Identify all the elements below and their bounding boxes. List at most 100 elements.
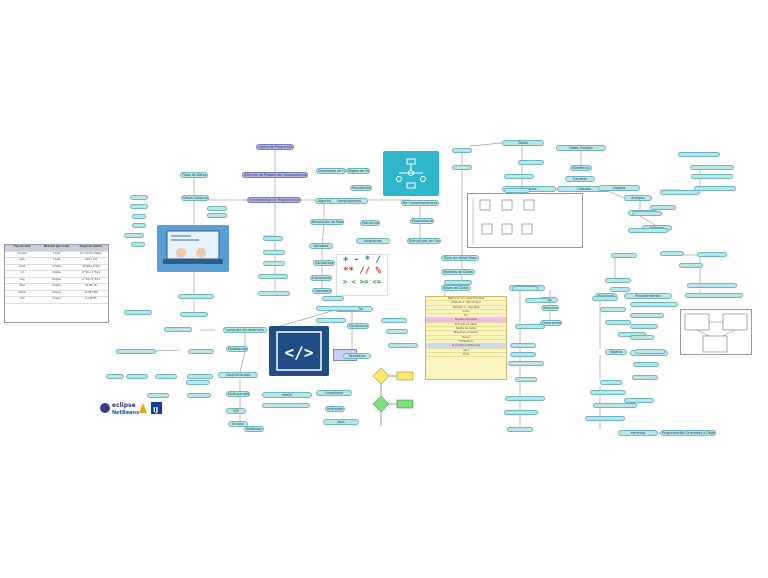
map-node — [132, 223, 146, 228]
map-node — [632, 375, 658, 380]
table-cell: int — [20, 271, 24, 274]
map-node — [178, 294, 214, 299]
connector-line — [239, 351, 246, 373]
table-cell: -2^63 a 2^63-1 — [81, 277, 101, 281]
map-node — [132, 214, 146, 219]
operator-line-3: > < >= <= — [343, 278, 381, 286]
table-cell: long — [19, 277, 25, 281]
node-numericos: Numéricos — [570, 165, 592, 171]
table-header-cell: Rango de valores — [79, 245, 103, 248]
map-node — [258, 274, 288, 279]
connector-line — [321, 224, 325, 244]
map-node — [660, 190, 700, 195]
map-node — [263, 236, 283, 241]
map-node — [678, 152, 720, 157]
table-cell: 0 a 65535 — [85, 297, 97, 300]
map-node — [605, 320, 631, 325]
node-herencia: Herencia — [618, 430, 658, 436]
node-bases-datos: Bases de Datos — [441, 285, 471, 291]
operator-line-1: + - * / — [343, 255, 381, 265]
node-ide: IDE — [226, 408, 246, 414]
table-cell: 1 byte — [52, 251, 61, 255]
table-cell: float — [19, 284, 25, 287]
node-procedimientos: Procedimientos — [624, 293, 672, 299]
table-cell: 8 bytes — [52, 277, 61, 281]
node-lenguajes: Lógica de Programación — [256, 144, 294, 150]
map-node — [697, 252, 727, 257]
node-compilador: Compilador — [316, 390, 352, 396]
map-node — [585, 416, 625, 421]
map-node — [316, 306, 360, 311]
map-node — [592, 296, 618, 301]
array-diagram — [467, 193, 583, 248]
map-node — [590, 390, 626, 395]
table-cell: 2 bytes — [52, 297, 61, 300]
map-node — [600, 307, 626, 312]
map-node — [679, 263, 703, 268]
map-node — [124, 233, 144, 238]
table-cell: -32768 a 32767 — [81, 264, 100, 268]
node-clave-primaria: Clave primaria — [540, 320, 562, 326]
node-datos-comp: Datos Compuestos — [181, 195, 209, 201]
code-line: Definición de clase Principal — [426, 297, 506, 302]
code-line: Si condición Entonces — [426, 344, 506, 349]
node-eclipse: Eclipse — [228, 421, 248, 427]
map-node — [593, 403, 637, 408]
node-datos-simples: Datos Simples — [556, 145, 606, 151]
map-node — [630, 324, 658, 329]
map-node — [155, 374, 177, 379]
code-line: Sino — [426, 349, 506, 353]
node-modelos: Modelos de Datos — [441, 269, 475, 275]
node-operadores: Operadores — [312, 288, 332, 294]
table-cell: boolean — [17, 251, 27, 255]
table-cell: ±3.4E+38 — [84, 284, 97, 287]
node-reglas: Reglas de Flujo — [346, 168, 370, 174]
map-node — [131, 242, 145, 247]
code-line: FinSi — [426, 353, 506, 358]
map-node — [106, 374, 124, 379]
map-node — [600, 380, 622, 385]
node-multi-paradigma: Multi-paradigma — [226, 391, 250, 397]
map-node — [388, 343, 418, 348]
table-cell: short — [19, 264, 26, 268]
map-node — [164, 327, 192, 332]
map-node — [610, 287, 630, 292]
node-netbeans: NetBeans — [244, 426, 264, 432]
code-line: Hacer — [426, 336, 506, 340]
svg-text:NetBeans: NetBeans — [112, 410, 139, 416]
node-repetitiva: Repetitiva — [343, 353, 371, 359]
map-node — [116, 349, 156, 354]
map-node — [628, 228, 668, 233]
svg-text:</>: </> — [285, 343, 314, 362]
node-lenguaje-desarrollo: Lenguaje de desarrollo — [223, 327, 267, 333]
table-cell: double — [18, 290, 27, 294]
map-node — [262, 403, 310, 408]
node-estructura: Estructura — [360, 220, 380, 226]
node-pseudocodigo: Pseudocódigo — [350, 185, 372, 191]
map-node — [633, 362, 659, 367]
node-intellij: IntelliJ — [262, 392, 312, 398]
map-node — [630, 313, 664, 318]
er-diagram — [680, 309, 752, 355]
map-node — [635, 349, 665, 354]
map-node — [263, 250, 285, 255]
developer-laptop-icon — [157, 225, 229, 272]
node-no-comp: No Computacionales — [401, 200, 439, 206]
map-node — [630, 302, 678, 307]
table-cell: byte — [19, 258, 25, 261]
map-node — [510, 343, 536, 348]
svg-text:IJ: IJ — [153, 406, 158, 414]
code-line: Inicio — [426, 310, 506, 315]
map-node — [207, 213, 227, 218]
map-node — [687, 283, 737, 288]
map-node — [386, 329, 408, 334]
node-diagramas: Diagramas de Flujo — [316, 168, 346, 174]
code-line: Fin — [426, 314, 506, 319]
map-node — [381, 318, 407, 323]
node-constantes: Constantes — [313, 260, 335, 266]
node-logicos: Lógicos — [598, 185, 640, 191]
node-interprete: Intérprete — [325, 406, 345, 412]
node-paradigmas: Paradigmas — [226, 346, 248, 352]
